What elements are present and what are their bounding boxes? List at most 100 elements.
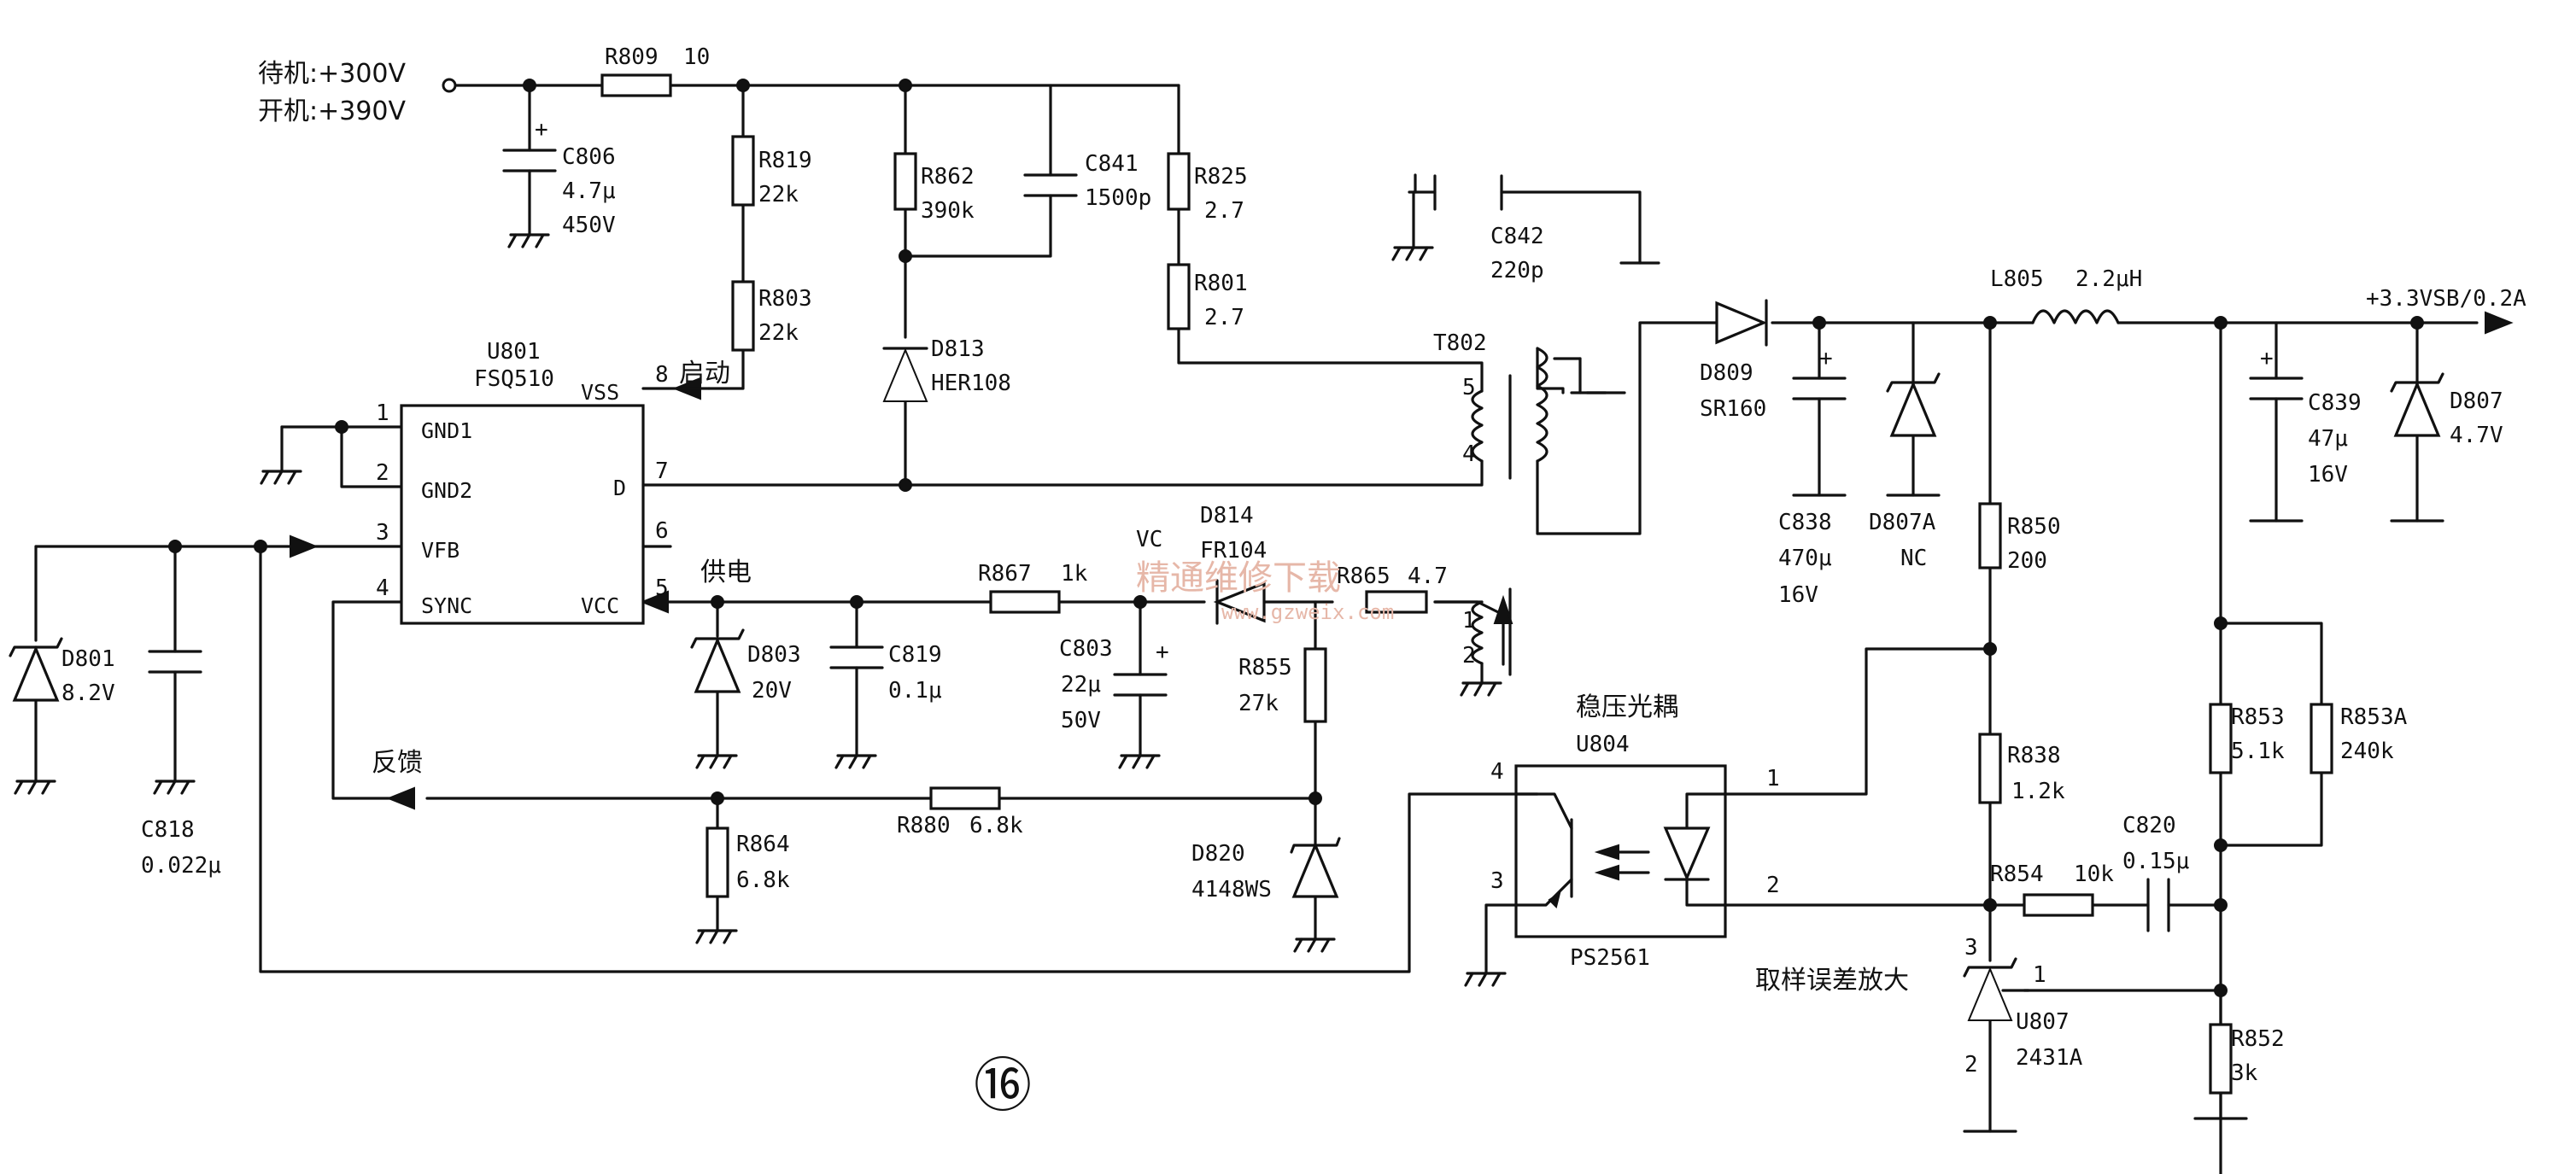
r854-ref: R854: [1990, 862, 2044, 887]
t802-pin-5: 5: [1462, 375, 1476, 400]
r853-value: 5.1k: [2231, 739, 2285, 764]
u801-pin-number-8: 8: [655, 362, 669, 388]
u801-pin-vss: VSS: [581, 380, 619, 405]
r880-body: [929, 786, 1001, 810]
r853a-body: [2310, 703, 2333, 774]
r850-value: 200: [2007, 548, 2047, 574]
r801-body: [1167, 263, 1191, 330]
r854-value: 10k: [2074, 862, 2114, 887]
d807-value: 4.7V: [2450, 423, 2503, 448]
startup-note: 启动: [679, 359, 730, 388]
u801-ic: GND1 GND2 VFB SYNC VSS D VCC 1 2 3 4 8 7…: [376, 339, 711, 625]
c838-voltage: 16V: [1778, 582, 1818, 608]
d807a-value: NC: [1900, 546, 1927, 571]
r862-body: [893, 152, 917, 211]
r852-ref: R852: [2231, 1026, 2285, 1052]
r853-body: [2209, 703, 2233, 774]
u801-part: FSQ510: [474, 366, 554, 392]
r850-ref: R850: [2007, 514, 2061, 540]
u801-pin-vcc: VCC: [581, 593, 619, 618]
c841-value: 1500p: [1085, 185, 1151, 211]
r825-value: 2.7: [1204, 198, 1244, 224]
u804-pin-1: 1: [1766, 766, 1780, 791]
r864-ref: R864: [736, 832, 790, 857]
vc-label: VC: [1136, 527, 1162, 552]
r880-value: 6.8k: [969, 813, 1023, 838]
l805-coil: [2031, 309, 2120, 324]
optocoupler-note: 稳压光耦: [1576, 692, 1678, 722]
c842-value: 220p: [1490, 258, 1544, 283]
watermark-text: 精通维修下载: [1136, 558, 1341, 598]
u807-ref: U807: [2016, 1009, 2070, 1035]
u801-pin-gnd2: GND2: [421, 478, 472, 503]
r852-body: [2209, 1023, 2233, 1095]
r850-body: [1978, 502, 2002, 569]
resistors: [600, 73, 2333, 1095]
feedback-note: 反馈: [372, 748, 423, 778]
c839-polarity: +: [2260, 346, 2274, 371]
r809-value: 10: [683, 44, 710, 70]
u807-pin-1: 1: [2033, 962, 2046, 988]
t802-pin-2: 2: [1462, 643, 1476, 669]
u801-pin-number-3: 3: [376, 520, 389, 546]
r803-body: [731, 280, 755, 352]
u801-pin-number-2: 2: [376, 460, 389, 486]
c820-value: 0.15μ: [2122, 849, 2189, 874]
watermark-url: www.gzweix.com: [1221, 600, 1394, 624]
labels: 待机:+300V 开机:+390V R809 10 C806 4.7μ 450V…: [61, 44, 2526, 1120]
c806-value: 4.7μ: [562, 178, 616, 204]
r864-body: [705, 826, 729, 898]
d814-value: FR104: [1200, 538, 1267, 564]
u807-pin-3: 3: [1964, 935, 1978, 961]
r867-value: 1k: [1061, 561, 1088, 587]
r855-ref: R855: [1238, 655, 1292, 680]
d813-ref: D813: [931, 336, 985, 362]
r853-ref: R853: [2231, 704, 2285, 730]
c838-value: 470μ: [1778, 546, 1832, 571]
r865-ref: R865: [1337, 564, 1390, 589]
t802-pin-1: 1: [1462, 608, 1476, 634]
u801-pin-vfb: VFB: [421, 538, 460, 563]
u804-ref: U804: [1576, 732, 1630, 757]
u807-value: 2431A: [2016, 1045, 2083, 1071]
t802-ref: T802: [1433, 330, 1487, 356]
d803-ref: D803: [747, 642, 801, 668]
wiring: [34, 84, 2479, 1174]
r825-body: [1167, 152, 1191, 211]
c806-ref: C806: [562, 144, 616, 170]
r865-body: [1365, 590, 1428, 614]
c842-ref: C842: [1490, 224, 1544, 249]
d807a-ref: D807A: [1869, 510, 1936, 535]
r838-body: [1978, 733, 2002, 804]
diodes: [9, 299, 2444, 1021]
figure-number: ⑯: [974, 1053, 1032, 1120]
r855-value: 27k: [1238, 691, 1279, 716]
c818-value: 0.022μ: [141, 853, 221, 879]
t802-pin-4: 4: [1462, 441, 1476, 467]
c819-ref: C819: [888, 642, 942, 668]
c839-ref: C839: [2308, 390, 2362, 416]
r854-body: [2023, 893, 2094, 917]
r853a-value: 240k: [2340, 739, 2394, 764]
t802-transformer: [1433, 347, 1607, 685]
u804-part: PS2561: [1570, 945, 1650, 971]
c803-voltage: 50V: [1061, 708, 1101, 733]
d814-ref: D814: [1200, 503, 1254, 529]
u804-pin-2: 2: [1766, 873, 1780, 898]
u801-pin-d: D: [613, 476, 626, 500]
u801-pin-number-7: 7: [655, 459, 669, 484]
u801-body: [400, 404, 645, 625]
u804-pin-3: 3: [1490, 868, 1504, 894]
output-label: +3.3VSB/0.2A: [2366, 286, 2526, 312]
c838-polarity: +: [1819, 346, 1833, 371]
d803-value: 20V: [752, 678, 792, 704]
u801-pin-number-5: 5: [655, 575, 669, 601]
u801-pin-number-4: 4: [376, 575, 389, 601]
c839-voltage: 16V: [2308, 462, 2348, 488]
r801-ref: R801: [1194, 271, 1248, 296]
r852-value: 3k: [2231, 1060, 2258, 1086]
u804-pin-4: 4: [1490, 759, 1504, 785]
c820-ref: C820: [2122, 813, 2176, 838]
c806-polarity: +: [535, 117, 548, 143]
l805-value: 2.2μH: [2075, 266, 2142, 292]
